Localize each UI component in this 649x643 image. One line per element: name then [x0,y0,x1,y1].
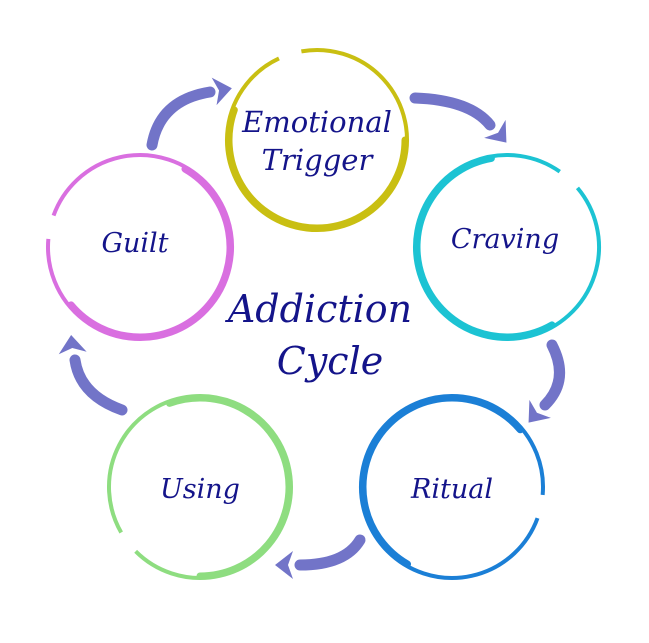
stage-label-craving: Craving [451,224,559,255]
arrow-using-to-guilt [58,335,128,416]
ring-ritual-stroke [359,394,524,568]
arrow-craving-to-ritual [528,339,566,423]
diagram-title-line1: Addiction [225,287,412,331]
diagram-title-line2: Cycle [277,339,383,383]
ring-emotional-trigger-stroke [225,106,409,232]
arrow-guilt-to-trigger [146,77,232,151]
ring-craving-stroke [413,154,556,341]
stage-label-emotional-trigger-2: Trigger [262,143,375,177]
arrow-trigger-to-craving [409,92,507,143]
ring-guilt-stroke [67,165,234,341]
stage-label-emotional-trigger-1: Emotional [241,105,392,139]
ring-using-stroke [166,394,293,580]
stage-label-using: Using [160,474,240,505]
stage-label-guilt: Guilt [101,228,168,259]
stage-label-ritual: Ritual [410,474,493,505]
arrow-ritual-to-using [275,534,366,579]
